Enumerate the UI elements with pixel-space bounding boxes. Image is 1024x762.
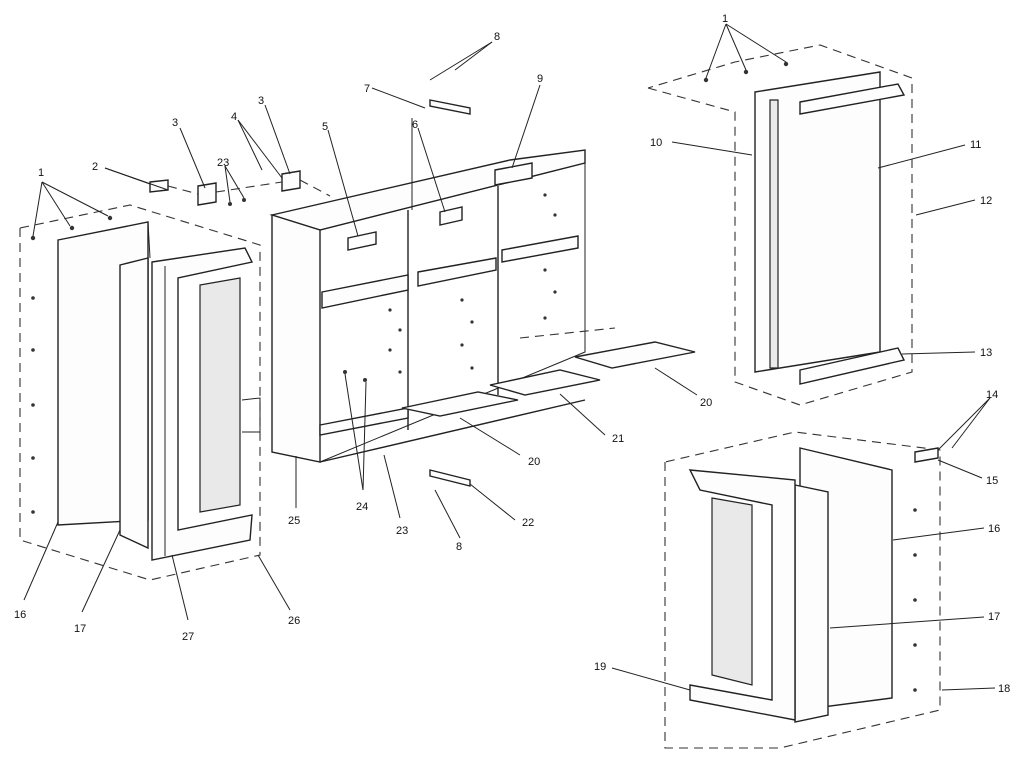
callout-16-left: 16 [14,609,26,621]
leader-lines [23,23,996,691]
callout-8-top: 8 [494,31,500,43]
callout-17-right: 17 [988,611,1000,623]
callout-9: 9 [537,73,543,85]
main-cabinet [241,99,696,487]
callout-22: 22 [522,517,534,529]
callout-14: 14 [986,389,998,401]
callout-13: 13 [980,347,992,359]
callout-21: 21 [612,433,624,445]
callout-1-left: 1 [38,167,44,179]
right-lower-cabinet [664,431,941,749]
callout-labels: 1 2 3 3 4 23 5 6 7 8 9 16 17 27 26 25 24… [14,13,1010,695]
callout-23-left: 23 [217,157,229,169]
callout-10: 10 [650,137,662,149]
callout-18: 18 [998,683,1010,695]
callout-3-left: 3 [172,117,178,129]
callout-20-a: 20 [528,456,540,468]
right-upper-door [647,44,913,406]
callout-6: 6 [412,119,418,131]
callout-17-left: 17 [74,623,86,635]
left-side-cabinet [19,170,331,581]
callout-23-mid: 23 [396,525,408,537]
callout-5: 5 [322,121,328,133]
callout-25: 25 [288,515,300,527]
callout-26: 26 [288,615,300,627]
callout-12: 12 [980,195,992,207]
callout-3-right: 3 [258,95,264,107]
callout-20-b: 20 [700,397,712,409]
callout-2: 2 [92,161,98,173]
callout-24: 24 [356,501,368,513]
callout-4: 4 [231,111,237,123]
callout-19: 19 [594,661,606,673]
callout-7: 7 [364,83,370,95]
callout-15: 15 [986,475,998,487]
callout-11: 11 [970,139,981,151]
callout-8-bottom: 8 [456,541,462,553]
callout-16-right: 16 [988,523,1000,535]
callout-27: 27 [182,631,194,643]
callout-1-right: 1 [722,13,728,25]
